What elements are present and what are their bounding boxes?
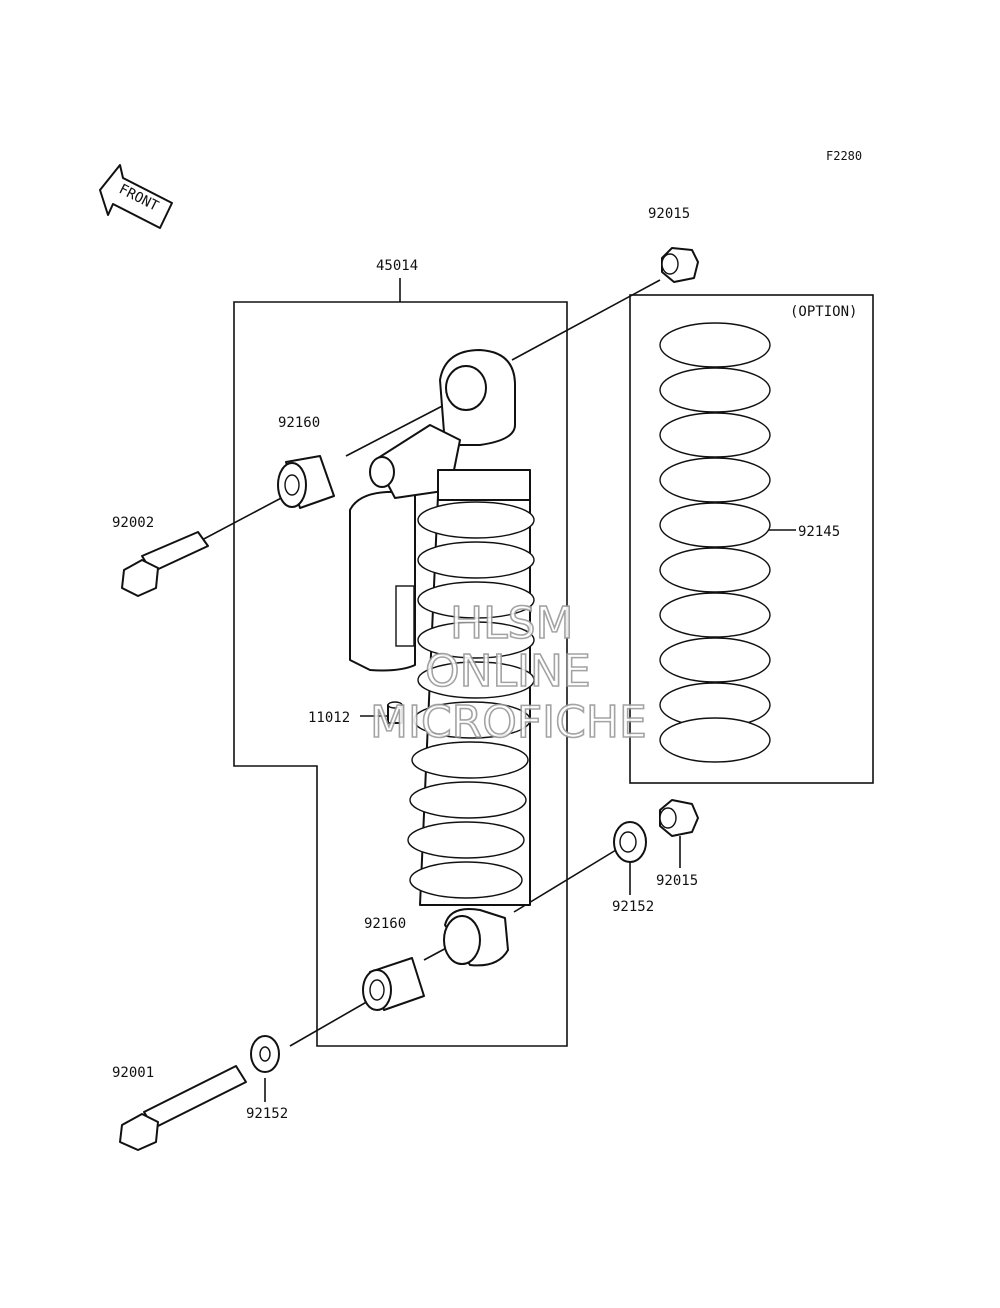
label-92015-upper: 92015 [648,206,690,222]
label-92145: 92145 [798,524,840,540]
watermark-line1: HLSM [450,598,574,649]
label-92152-lower: 92152 [246,1106,288,1122]
nut-lower-icon [659,799,699,837]
label-92001: 92001 [112,1065,154,1081]
label-92015-lower: 92015 [656,873,698,889]
label-92160-lower: 92160 [364,916,406,932]
bearing-icon [613,821,647,863]
collar-lower-icon [362,957,425,1011]
watermark-line2: ONLINE [425,646,591,697]
label-45014: 45014 [376,258,418,274]
bolt-upper-icon [121,531,209,597]
watermark-line3: MICROFICHE [370,697,647,748]
label-92002: 92002 [112,515,154,531]
washer-icon [250,1035,280,1073]
label-92152-upper: 92152 [612,899,654,915]
nipple-icon [387,701,403,724]
assembly-bracket [233,301,568,1047]
option-box [629,294,874,784]
label-11012: 11012 [308,710,350,726]
leader-lines [199,279,796,1102]
front-arrow-icon: FRONT [99,164,173,229]
watermark: HLSM ONLINE MICROFICHE [369,597,647,749]
bolt-lower-icon [119,1065,247,1151]
option-label: (OPTION) [790,304,857,320]
shock-absorber-icon [349,349,535,967]
spring-option-icon [659,322,771,763]
figure-id: F2280 [826,149,862,163]
collar-upper-icon [277,455,335,509]
nut-upper-icon [661,247,699,283]
label-92160-upper: 92160 [278,415,320,431]
